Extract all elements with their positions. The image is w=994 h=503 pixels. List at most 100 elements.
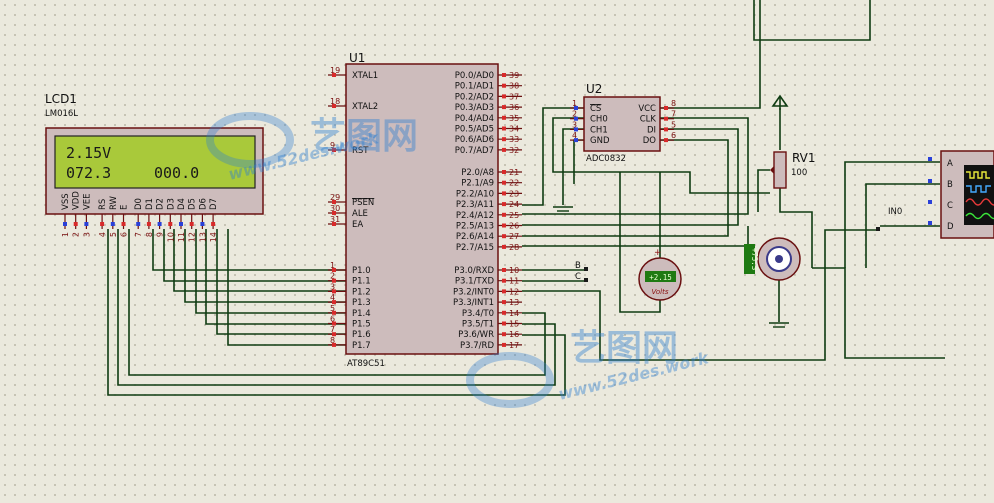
adc-model: ADC0832: [586, 154, 626, 164]
mcu-pin-number: 1: [330, 261, 335, 270]
mcu-component[interactable]: U1 AT89C51 19XTAL118XTAL29RST29PSEN30ALE…: [328, 51, 522, 369]
mcu-pin-marker: [502, 191, 506, 196]
mcu-pin-number: 18: [330, 97, 340, 106]
mcu-body: [345, 63, 499, 355]
lcd-pin-marker: [121, 222, 126, 226]
mcu-pin-label: P0.6/AD6: [455, 135, 494, 145]
motor-reading: +75.3: [750, 248, 759, 271]
net-labels: B C IN0: [575, 207, 902, 282]
mcu-pin-label: P1.7: [352, 341, 371, 351]
mcu-pin-number: 14: [509, 309, 519, 318]
lcd-pin-number: 14: [209, 232, 218, 242]
pot-value: 100: [791, 168, 807, 178]
mcu-pin-label: P2.2/A10: [456, 189, 494, 199]
mcu-pin-number: 12: [509, 287, 519, 296]
mcu-pin-label: EA: [352, 220, 363, 230]
mcu-pin-number: 24: [509, 200, 519, 209]
lcd-pin-marker: [168, 222, 173, 226]
mcu-pin-number: 19: [330, 66, 340, 75]
mcu-pin-marker: [502, 94, 506, 99]
mcu-pin-marker: [502, 332, 506, 337]
net-label-b: B: [575, 261, 581, 271]
adc-pin-marker: [664, 116, 668, 121]
wire-p1-7: [227, 229, 346, 346]
adc-pin-marker: [574, 116, 578, 121]
mcu-pin-marker: [332, 332, 336, 337]
mcu-pin-label: P3.4/T0: [462, 309, 494, 319]
mcu-pin-number: 27: [509, 232, 519, 241]
mcu-pin-number: 7: [330, 325, 335, 334]
mcu-pin-label: P1.6: [352, 330, 371, 340]
adc-pin-marker: [664, 138, 668, 143]
mcu-pin-marker: [332, 278, 336, 283]
mcu-pin-label: P1.1: [352, 277, 371, 287]
pot-component[interactable]: RV1 100: [770, 151, 816, 189]
adc-pin-marker: [664, 106, 668, 110]
lcd-pin-number: 13: [198, 232, 207, 242]
mcu-pin-marker: [332, 310, 336, 315]
mcu-pin-marker: [502, 105, 506, 110]
mcu-pin-label: P3.7/RD: [460, 341, 494, 351]
watermark-logo-2: [466, 352, 554, 408]
lcd-pin-label: D5: [188, 198, 198, 210]
pot-ref: RV1: [792, 151, 816, 165]
adc-pin-number: 1: [572, 99, 577, 108]
wire-p3-2: [522, 229, 880, 361]
mcu-pin-marker: [332, 300, 336, 305]
mcu-pin-marker: [332, 321, 336, 326]
wire-p1-5: [205, 229, 346, 325]
mcu-pin-label: P3.5/T1: [462, 320, 494, 330]
mcu-pin-label: P2.6/A14: [456, 232, 494, 242]
mcu-pin-label: P2.7/A15: [456, 243, 494, 253]
mcu-pin-label: P2.1/A9: [461, 179, 494, 189]
mcu-pin-marker: [502, 244, 506, 249]
mcu-pin-label: XTAL2: [352, 102, 378, 112]
mcu-pin-number: 39: [509, 71, 519, 80]
lcd-pin-label: D6: [198, 198, 208, 210]
adc-pin-number: 7: [671, 110, 676, 119]
wire-p2-5: [522, 117, 749, 215]
lcd-pin-marker: [110, 222, 115, 226]
lcd-pin-marker: [63, 222, 67, 226]
adc-pin-marker: [574, 106, 578, 110]
adc-pin-label: CLK: [640, 115, 657, 125]
mcu-pin-label: P3.2/INT0: [453, 287, 494, 297]
mcu-pin-marker: [502, 234, 506, 239]
scope-trace-a: [966, 171, 990, 179]
wire-p2-4: [522, 107, 584, 206]
lcd-pin-marker: [84, 222, 89, 226]
watermark-brand-2: 艺图网: [570, 328, 678, 369]
lcd-component[interactable]: LCD1 LM016L 2.15V 072.3 000.0 VSS1VDD2VE…: [45, 92, 264, 243]
lcd-pin-marker: [179, 222, 183, 226]
oscilloscope-component[interactable]: A B C D: [928, 150, 994, 239]
wire-rs: [107, 229, 566, 396]
lcd-pin-number: 4: [98, 232, 107, 237]
net-label-in0: IN0: [888, 207, 902, 217]
voltmeter-component[interactable]: +2.15 Volts +: [638, 248, 682, 301]
voltmeter-display: [645, 271, 676, 282]
mcu-pin-marker: [502, 83, 506, 88]
wire-p2-6: [522, 128, 739, 226]
adc-pin-label: DO: [643, 136, 657, 146]
mcu-pin-label: P0.1/AD1: [455, 82, 494, 92]
adc-pin-number: 4: [572, 131, 577, 140]
mcu-pin-number: 37: [509, 92, 519, 101]
wire-pot-bot: [779, 188, 813, 268]
lcd-pin-label: VSS: [61, 193, 71, 210]
mcu-ref: U1: [349, 51, 365, 65]
motor-shaft: [775, 255, 783, 263]
lcd-pin-number: 7: [134, 232, 143, 237]
wires: [107, 0, 945, 396]
motor-component[interactable]: +75.3: [744, 237, 801, 281]
mcu-pin-number: 25: [509, 211, 519, 220]
net-label-c: C: [575, 272, 581, 282]
lcd-pin-label: RW: [109, 195, 119, 210]
adc-pin-marker: [574, 138, 578, 143]
scope-trace-b: [966, 185, 991, 193]
lcd-pins: VSS1VDD2VEE3RS4RW5E6D07D18D29D310D411D51…: [61, 191, 219, 243]
mcu-pin-number: 23: [509, 189, 519, 198]
ground-adc: [553, 206, 573, 212]
